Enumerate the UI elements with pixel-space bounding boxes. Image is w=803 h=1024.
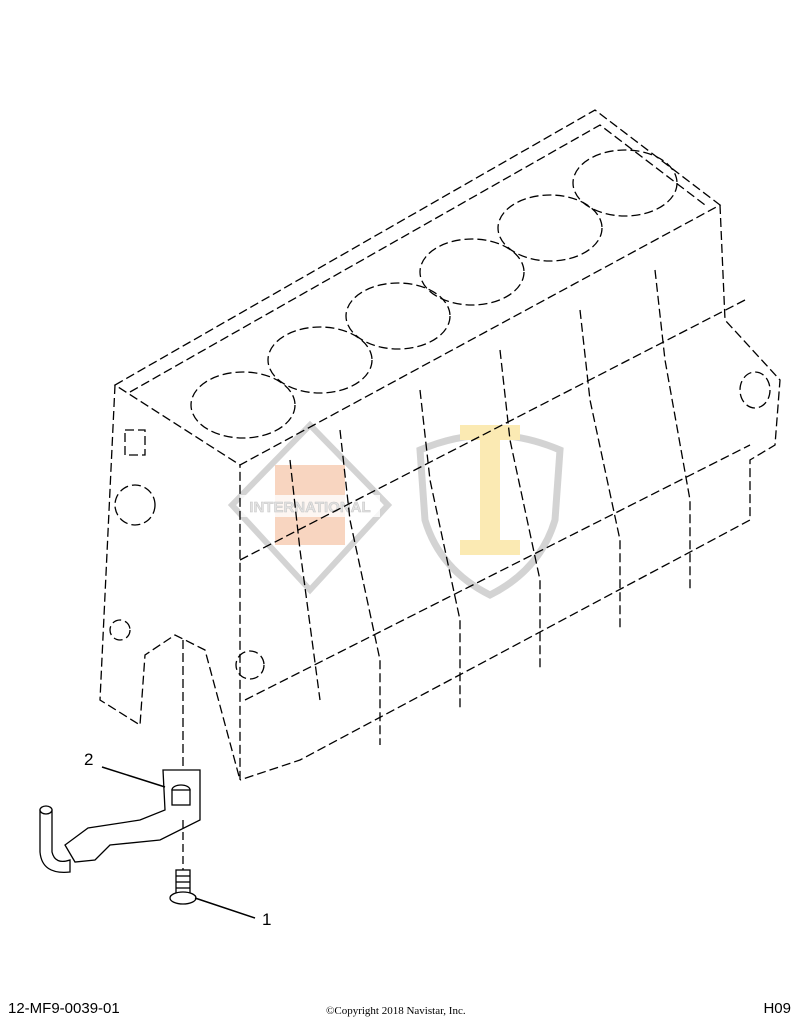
international-logo-watermark: INTERNATIONAL: [227, 420, 393, 595]
callout-1: 1: [262, 910, 272, 929]
shield-logo-watermark: [416, 425, 564, 599]
sheet-code: H09: [763, 1000, 791, 1017]
bolt: [169, 869, 197, 905]
callout-2: 2: [84, 750, 94, 769]
copyright-text: ©Copyright 2018 Navistar, Inc.: [326, 1005, 466, 1017]
leader-lines: [101, 766, 256, 919]
oil-suction-tube: [39, 769, 201, 873]
figure-id: 12-MF9-0039-01: [8, 1000, 120, 1017]
engine-block: [99, 109, 781, 781]
svg-text:INTERNATIONAL: INTERNATIONAL: [249, 499, 370, 516]
